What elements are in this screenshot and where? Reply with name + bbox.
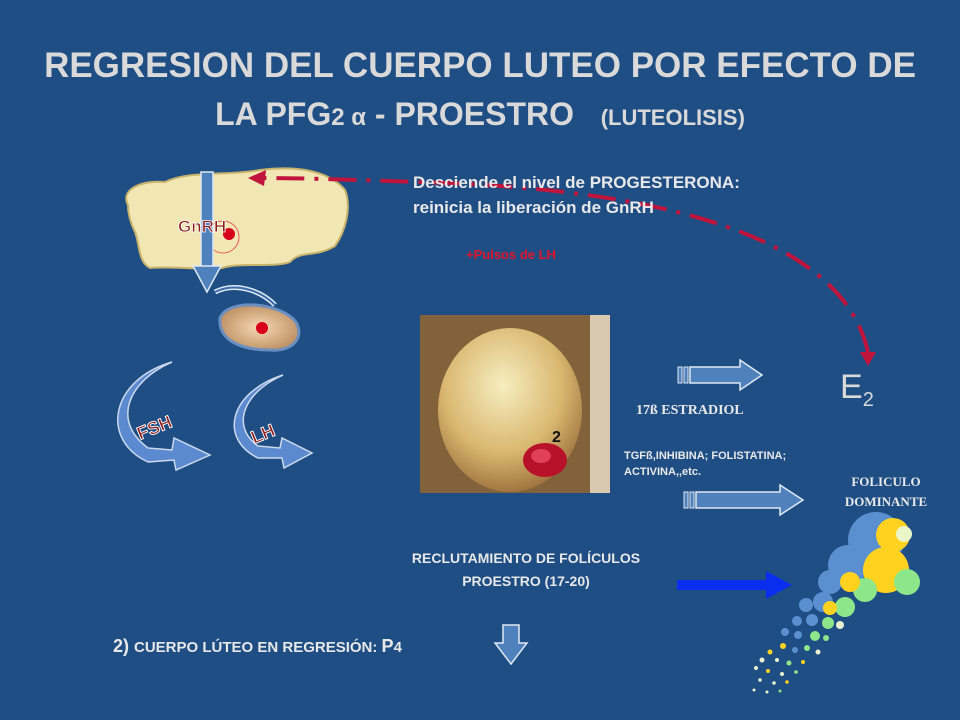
progesterone-description: Desciende el nivel de PROGESTERONA: rein… [413, 170, 740, 220]
fsh-curved-arrow [117, 361, 212, 472]
recruitment-line2: PROESTRO (17-20) [462, 573, 590, 589]
ovary-photo: 2 [420, 315, 610, 493]
estradiol-arrow [677, 358, 764, 392]
gnrh-label: GnRH [178, 217, 226, 236]
recruitment-line1: RECLUTAMIENTO DE FOLÍCULOS [411, 550, 641, 566]
e2-label: E2 [840, 368, 874, 412]
corpus-p: P [381, 636, 394, 656]
follicle-line2: DOMINANTE [844, 494, 928, 509]
recruitment-arrow [677, 571, 792, 599]
title-alpha: α [344, 104, 366, 131]
recruitment-label: RECLUTAMIENTO DE FOLÍCULOS PROESTRO (17-… [366, 547, 686, 593]
dominant-follicle-label: FOLICULO DOMINANTE [826, 472, 946, 512]
title-proestro: - PROESTRO [366, 96, 575, 132]
corpus-text: CUERPO LÚTEO EN REGRESIÓN: [134, 639, 382, 656]
follicle-line1: FOLICULO [851, 474, 921, 489]
title-line2: LA PFG2 α - PROESTRO (LUTEOLISIS) [0, 90, 960, 142]
follicle-cluster [752, 512, 920, 694]
e2-letter: E [840, 368, 863, 406]
factors-line2: ACTIVINA,,etc. [624, 466, 702, 478]
feedback-arrowhead-left [248, 170, 266, 186]
pituitary-gland [213, 285, 301, 352]
factors-arrow [683, 483, 805, 517]
title-pfg-subscript: 2 [331, 104, 345, 131]
down-arrow [493, 624, 529, 666]
factors-label: TGFß,INHIBINA; FOLISTATINA; ACTIVINA,,et… [624, 448, 834, 480]
title-la-pfg: LA PFG [215, 96, 332, 132]
fsh-label: FSH [134, 412, 175, 444]
title-line1: REGRESION DEL CUERPO LUTEO POR EFECTO DE [44, 46, 916, 85]
gnrh-down-arrow [191, 171, 223, 294]
hypothalamus-shape [125, 167, 349, 270]
corpus-luteum-label: 2) CUERPO LÚTEO EN REGRESIÓN: P4 [113, 636, 402, 657]
title-luteolisis: (LUTEOLISIS) [600, 105, 745, 130]
corpus-prefix: 2) [113, 636, 135, 656]
corpus-p-sub: 4 [393, 639, 402, 656]
page-title: REGRESION DEL CUERPO LUTEO POR EFECTO DE… [0, 42, 960, 142]
feedback-arrowhead-down [860, 352, 876, 366]
lh-curved-arrow [233, 374, 314, 470]
e2-subscript: 2 [862, 388, 874, 411]
photo-label: 2 [552, 429, 561, 446]
description-line2: reinicia la liberación de GnRH [413, 198, 654, 217]
estradiol-label: 17ß ESTRADIOL [636, 403, 744, 418]
factors-line1: TGFß,INHIBINA; FOLISTATINA; [624, 450, 787, 462]
description-line1: Desciende el nivel de PROGESTERONA: [413, 173, 740, 192]
lh-pulses-label: +Pulsos de LH [466, 247, 556, 262]
feedback-dashed-arrow [261, 176, 870, 353]
